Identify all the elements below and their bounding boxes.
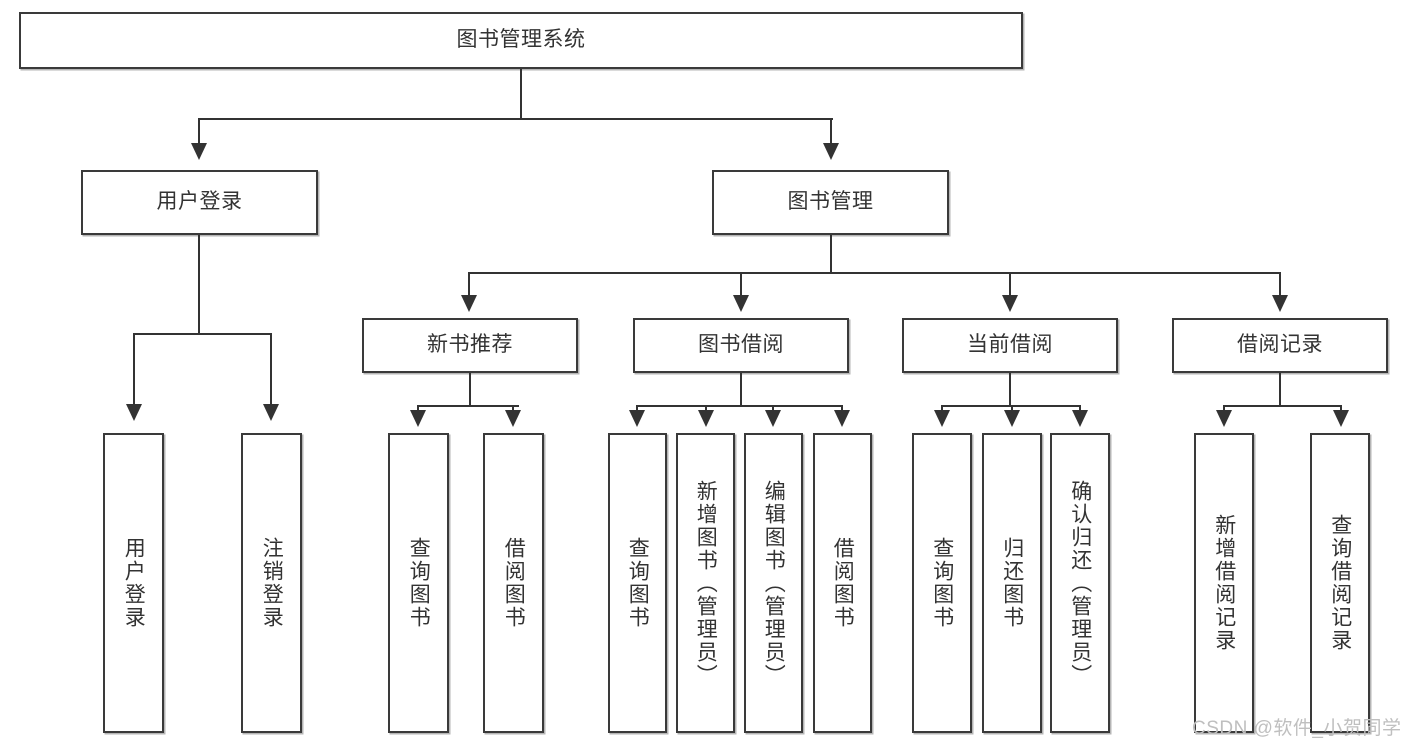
arrowhead-leaf-query-book-1	[410, 410, 426, 427]
connector-book-borrow-drop-1	[636, 405, 638, 413]
connector-user-login-bus	[133, 333, 272, 335]
node-label: 用户登录	[156, 190, 243, 214]
leaf-edit-book-admin[interactable]: 编辑图书（管理员）	[744, 433, 803, 733]
connector-book-manage-drop-2	[740, 272, 742, 297]
arrowhead-leaf-borrow-book-2	[834, 410, 850, 427]
connector-user-login-drop-1	[133, 333, 135, 406]
leaf-logout[interactable]: 注销登录	[241, 433, 302, 733]
node-label: 查询图书	[626, 537, 650, 629]
node-label: 查询借阅记录	[1328, 514, 1352, 652]
node-book-manage[interactable]: 图书管理	[712, 170, 949, 235]
connector-current-borrow-stem	[1009, 373, 1011, 407]
connector-root-stem	[520, 69, 522, 119]
node-current-borrow[interactable]: 当前借阅	[902, 318, 1118, 373]
connector-current-borrow-drop-1	[941, 405, 943, 413]
arrowhead-leaf-query-book-2	[629, 410, 645, 427]
leaf-user-login[interactable]: 用户登录	[103, 433, 164, 733]
node-label: 确认归还（管理员）	[1068, 479, 1092, 687]
node-label: 新增图书（管理员）	[694, 479, 718, 687]
node-label: 归还图书	[1000, 537, 1024, 629]
arrowhead-leaf-query-record	[1333, 410, 1349, 427]
leaf-confirm-return-admin[interactable]: 确认归还（管理员）	[1050, 433, 1110, 733]
connector-root-to-user-login	[198, 118, 200, 145]
leaf-query-borrow-record[interactable]: 查询借阅记录	[1310, 433, 1370, 733]
connector-user-login-stem	[198, 235, 200, 334]
node-label: 注销登录	[260, 537, 284, 629]
connector-current-borrow-bus	[941, 405, 1080, 407]
leaf-borrow-book-recommend[interactable]: 借阅图书	[483, 433, 544, 733]
node-label: 用户登录	[122, 537, 146, 629]
node-label: 查询图书	[930, 537, 954, 629]
connector-new-book-drop-1	[417, 405, 419, 413]
node-label: 图书管理系统	[456, 28, 586, 52]
leaf-add-borrow-record[interactable]: 新增借阅记录	[1194, 433, 1254, 733]
arrowhead-leaf-borrow-book-1	[505, 410, 521, 427]
node-label: 借阅记录	[1237, 333, 1323, 357]
arrowhead-book-borrow	[733, 295, 749, 312]
arrowhead-leaf-edit-book	[765, 410, 781, 427]
leaf-query-book-current[interactable]: 查询图书	[912, 433, 972, 733]
connector-user-login-drop-2	[270, 333, 272, 406]
arrowhead-user-login	[191, 143, 207, 160]
connector-new-book-stem	[469, 373, 471, 407]
arrowhead-leaf-query-book-3	[934, 410, 950, 427]
node-label: 查询图书	[407, 537, 431, 629]
node-label: 编辑图书（管理员）	[762, 479, 786, 687]
node-label: 当前借阅	[967, 333, 1053, 357]
arrowhead-leaf-logout	[263, 404, 279, 421]
connector-book-borrow-drop-4	[841, 405, 843, 413]
node-label: 图书借阅	[698, 333, 784, 357]
arrowhead-book-manage	[823, 143, 839, 160]
node-root-system[interactable]: 图书管理系统	[19, 12, 1023, 69]
connector-book-borrow-drop-3	[772, 405, 774, 413]
connector-root-bus	[198, 118, 833, 120]
connector-book-borrow-bus	[636, 405, 843, 407]
connector-book-manage-stem	[830, 235, 832, 273]
node-label: 新书推荐	[427, 333, 513, 357]
node-book-borrow[interactable]: 图书借阅	[633, 318, 849, 373]
connector-current-borrow-drop-2	[1011, 405, 1013, 413]
arrowhead-leaf-add-book	[698, 410, 714, 427]
arrowhead-current-borrow	[1002, 295, 1018, 312]
connector-book-manage-drop-3	[1009, 272, 1011, 297]
connector-borrow-record-drop-2	[1340, 405, 1342, 413]
connector-borrow-record-drop-1	[1223, 405, 1225, 413]
connector-book-manage-drop-4	[1279, 272, 1281, 297]
leaf-add-book-admin[interactable]: 新增图书（管理员）	[676, 433, 735, 733]
node-label: 借阅图书	[831, 537, 855, 629]
connector-new-book-bus	[417, 405, 519, 407]
node-label: 借阅图书	[502, 537, 526, 629]
connector-borrow-record-stem	[1279, 373, 1281, 407]
connector-book-borrow-stem	[740, 373, 742, 407]
connector-book-manage-bus	[468, 272, 1280, 274]
arrowhead-new-book-recommend	[461, 295, 477, 312]
connector-book-manage-drop-1	[468, 272, 470, 297]
arrowhead-borrow-record	[1272, 295, 1288, 312]
arrowhead-leaf-user-login	[126, 404, 142, 421]
node-label: 新增借阅记录	[1212, 514, 1236, 652]
connector-borrow-record-bus	[1223, 405, 1341, 407]
arrowhead-leaf-return-book	[1004, 410, 1020, 427]
connector-book-borrow-drop-2	[705, 405, 707, 413]
leaf-query-book-borrow[interactable]: 查询图书	[608, 433, 667, 733]
leaf-query-book-recommend[interactable]: 查询图书	[388, 433, 449, 733]
connector-new-book-drop-2	[512, 405, 514, 413]
leaf-return-book[interactable]: 归还图书	[982, 433, 1042, 733]
node-label: 图书管理	[787, 190, 874, 214]
node-user-login[interactable]: 用户登录	[81, 170, 318, 235]
leaf-borrow-book[interactable]: 借阅图书	[813, 433, 872, 733]
node-new-book-recommend[interactable]: 新书推荐	[362, 318, 578, 373]
connector-current-borrow-drop-3	[1079, 405, 1081, 413]
arrowhead-leaf-add-record	[1216, 410, 1232, 427]
arrowhead-leaf-confirm-return	[1072, 410, 1088, 427]
node-borrow-record[interactable]: 借阅记录	[1172, 318, 1388, 373]
connector-root-to-book-manage	[830, 118, 832, 145]
